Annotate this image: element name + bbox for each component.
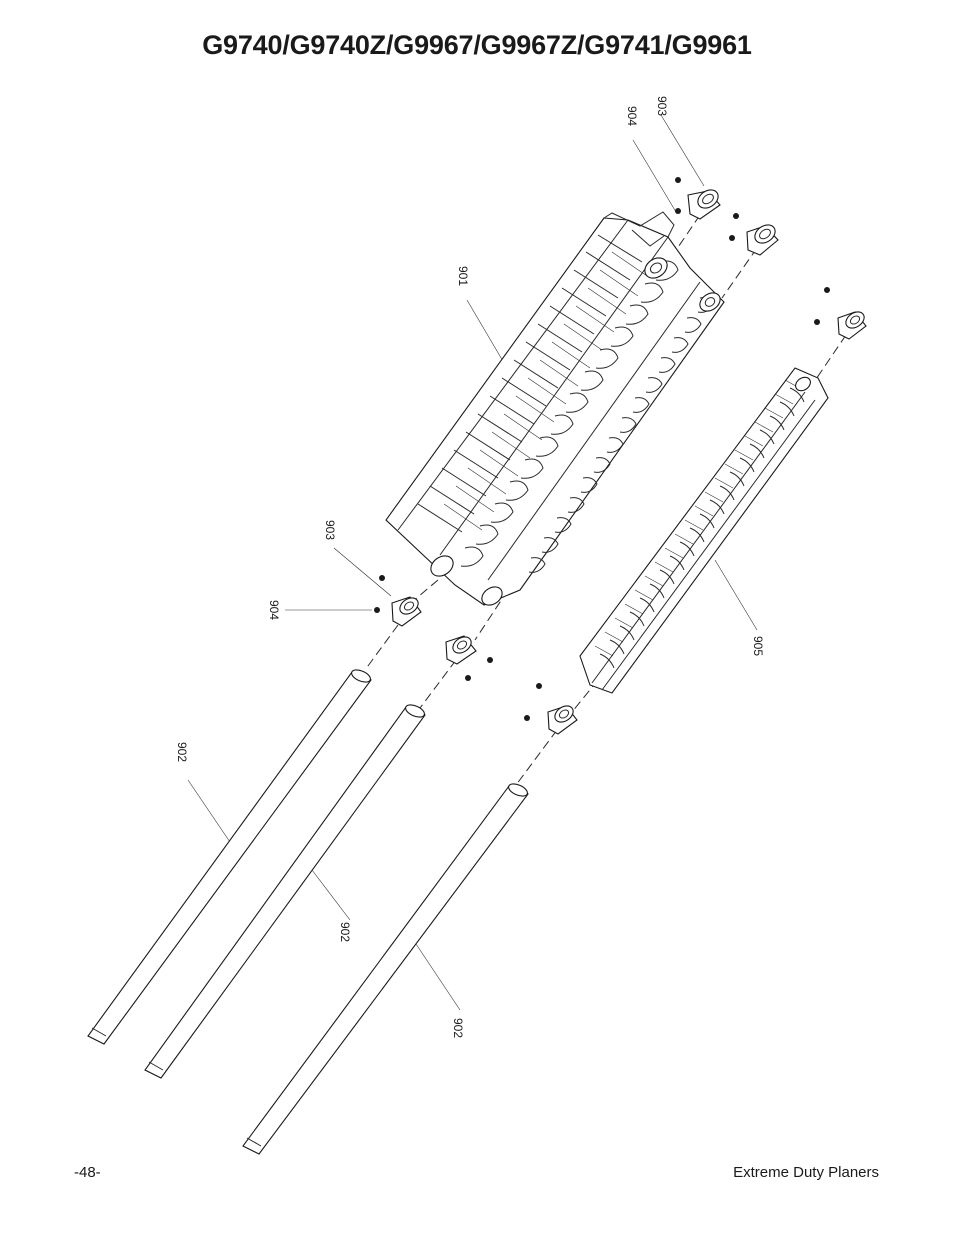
part-901-cover: [385, 211, 725, 606]
leader-lines: [187, 114, 758, 1011]
page-title: G9740/G9740Z/G9967/G9967Z/G9741/G9961: [202, 30, 752, 60]
callout-905: 905: [751, 636, 765, 656]
callout-labels: 903 904 901 903 904 902 902 902 905: [175, 96, 765, 1038]
part-904-set-screws: [374, 177, 830, 721]
callout-904-top: 904: [625, 106, 639, 126]
cover-ribs: [417, 234, 651, 533]
callout-902-b: 902: [338, 922, 352, 942]
footer-text: Extreme Duty Planers: [733, 1164, 879, 1181]
part-903-collars: [391, 189, 867, 735]
callout-903-left: 903: [323, 520, 337, 540]
collar-left-2: [445, 635, 477, 665]
shaft-2: [144, 704, 426, 1079]
callout-902-a: 902: [175, 742, 189, 762]
part-905-chip-breaker: [579, 367, 829, 694]
callout-902-c: 902: [451, 1018, 465, 1038]
collar-left-1: [391, 596, 422, 627]
callout-904-left: 904: [267, 600, 281, 620]
part-902-shafts: [87, 669, 529, 1155]
collar-top-3: [837, 311, 867, 340]
shaft-1: [87, 669, 372, 1045]
page-number: -48-: [74, 1164, 101, 1181]
callout-901: 901: [456, 266, 470, 286]
collar-top-1: [687, 189, 721, 220]
shaft-3: [242, 783, 529, 1155]
cover-scallops: [460, 260, 715, 573]
collar-top-2: [746, 224, 779, 256]
collar-left-3: [547, 705, 578, 735]
callout-903-top: 903: [655, 96, 669, 116]
